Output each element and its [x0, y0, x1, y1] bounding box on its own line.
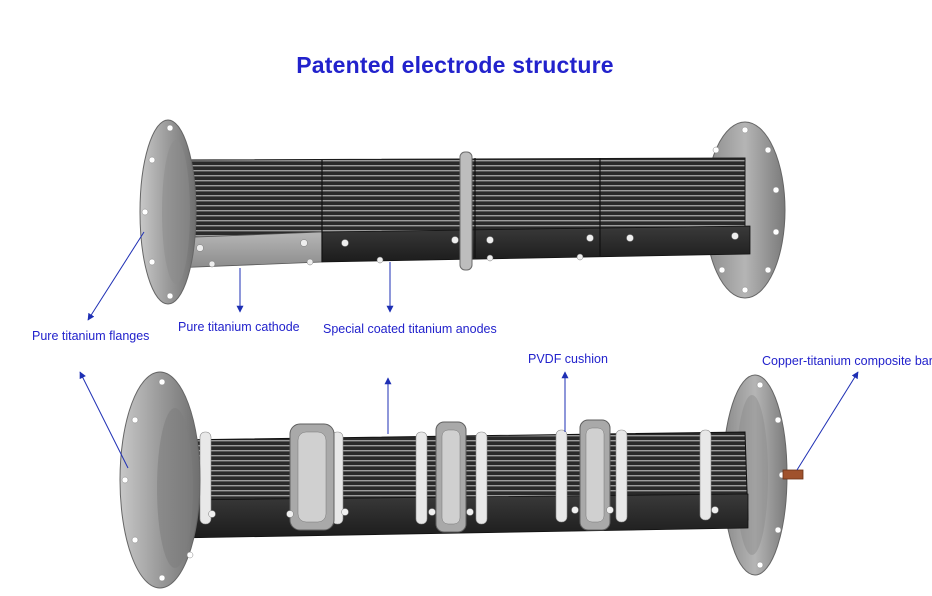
arrow-bottom-flange: [79, 371, 129, 469]
top-electrode: [139, 119, 786, 305]
label-cathode: Pure titanium cathode: [178, 320, 300, 334]
label-flanges: Pure titanium flanges: [32, 329, 150, 343]
label-cushion: PVDF cushion: [528, 352, 608, 366]
label-bar: Copper-titanium composite bar: [762, 354, 932, 368]
arrow-bar: [796, 371, 859, 471]
copper-bar: [782, 469, 804, 480]
label-anodes: Special coated titanium anodes: [323, 322, 497, 336]
bottom-spacer-bolts: [199, 429, 712, 525]
bottom-electrode: [119, 371, 804, 589]
arrow-top-flange: [87, 231, 145, 321]
annotation-arrows: [79, 231, 859, 471]
top-anode-plates: [321, 225, 751, 263]
top-cushion-ring: [459, 151, 473, 271]
page-title: Patented electrode structure: [296, 52, 614, 78]
